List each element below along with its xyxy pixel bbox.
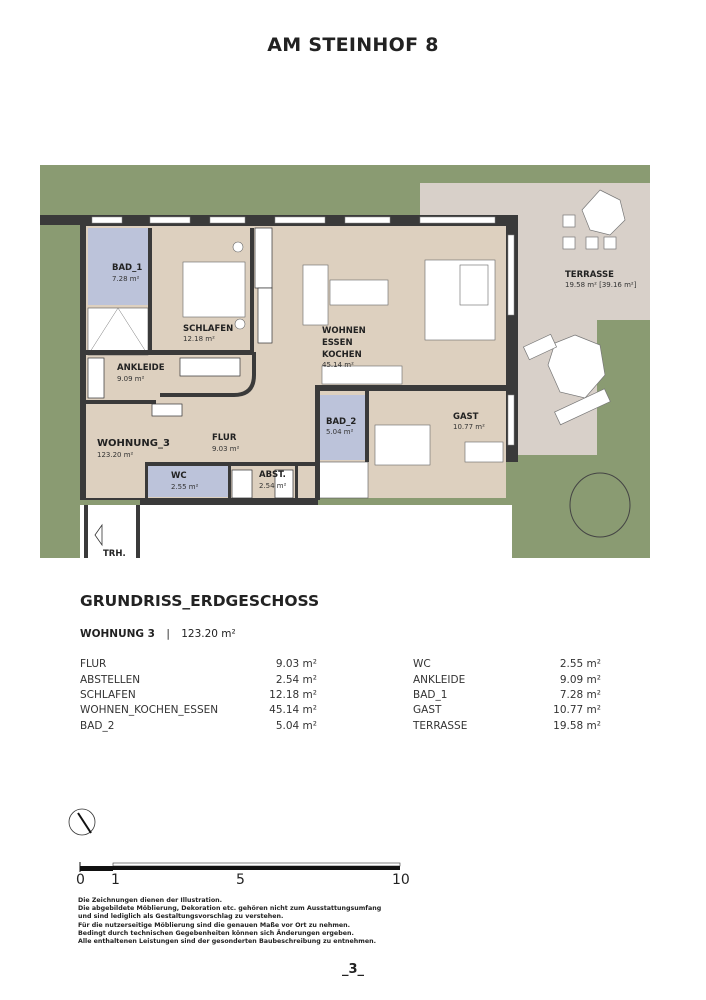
table-row: GAST 10.77 m² xyxy=(413,704,601,719)
scale-tick: 0 xyxy=(76,872,85,888)
room-area-gast: 10.77 m² xyxy=(453,423,485,431)
row-value: 9.09 m² xyxy=(559,674,601,686)
room-label-wc: WC xyxy=(171,471,187,481)
room-label-gast: GAST xyxy=(453,412,479,422)
floor-plan: BAD_1 7.28 m² SCHLAFEN 12.18 m² WOHNEN E… xyxy=(40,165,650,559)
row-value: 12.18 m² xyxy=(269,689,317,701)
room-wc xyxy=(148,465,228,497)
room-label-bad2: BAD_2 xyxy=(326,417,356,427)
north-arrow-icon xyxy=(68,808,96,836)
disclaimer-line: Bedingt durch technischen Gegebenheiten … xyxy=(78,929,354,937)
row-value: 19.58 m² xyxy=(553,720,601,732)
unit-summary: WOHNUNG 3 | 123.20 m² xyxy=(80,628,236,640)
row-label: BAD_2 xyxy=(80,720,115,732)
row-value: 7.28 m² xyxy=(559,689,601,701)
room-label-abst: ABST. xyxy=(259,470,286,480)
interior-walls xyxy=(84,228,507,502)
room-area-schlafen: 12.18 m² xyxy=(183,335,215,343)
row-label: ANKLEIDE xyxy=(413,674,466,686)
row-label: GAST xyxy=(413,704,442,716)
tree-icon xyxy=(569,472,631,538)
table-row: ANKLEIDE 9.09 m² xyxy=(413,674,601,689)
stair-arrow-icon xyxy=(94,523,103,547)
row-label: TERRASSE xyxy=(413,720,468,732)
disclaimer: Die Zeichnungen dienen der Illustration.… xyxy=(78,897,381,946)
shower-2 xyxy=(317,461,369,499)
row-value: 9.03 m² xyxy=(275,658,317,670)
shower-1 xyxy=(87,307,149,356)
table-row: FLUR 9.03 m² xyxy=(80,658,317,673)
room-label-bad1: BAD_1 xyxy=(112,263,142,273)
furniture xyxy=(182,241,504,466)
section-title: GRUNDRISS_ERDGESCHOSS xyxy=(80,592,320,610)
row-label: WOHNEN_KOCHEN_ESSEN xyxy=(80,704,219,716)
row-value: 5.04 m² xyxy=(275,720,317,732)
room-area-wohnen: 45.14 m² xyxy=(322,361,354,369)
row-value: 45.14 m² xyxy=(269,704,317,716)
room-area-wc: 2.55 m² xyxy=(171,483,199,491)
table-row: BAD_2 5.04 m² xyxy=(80,720,317,735)
room-area-bad2: 5.04 m² xyxy=(326,428,354,436)
row-value: 2.54 m² xyxy=(275,674,317,686)
stairwell-area xyxy=(80,505,138,558)
north-arrow-and-scale xyxy=(68,808,401,872)
table-row: SCHLAFEN 12.18 m² xyxy=(80,689,317,704)
table-row: TERRASSE 19.58 m² xyxy=(413,720,601,735)
table-row: ABSTELLEN 2.54 m² xyxy=(80,674,317,689)
terrace-furniture xyxy=(522,189,626,426)
row-value: 10.77 m² xyxy=(553,704,601,716)
page-title: AM STEINHOF 8 xyxy=(267,34,439,56)
room-label-kochen: KOCHEN xyxy=(322,350,362,360)
room-label-wohnen: WOHNEN xyxy=(322,326,366,336)
neighbour-area xyxy=(140,505,512,558)
room-bad2 xyxy=(320,395,365,460)
room-area-terrasse: 19.58 m² [39.16 m²] xyxy=(565,281,637,289)
table-row: BAD_1 7.28 m² xyxy=(413,689,601,704)
scale-tick: 1 xyxy=(111,872,120,888)
row-label: SCHLAFEN xyxy=(80,689,136,701)
windows xyxy=(91,216,515,446)
unit-separator: | xyxy=(166,628,170,640)
row-label: ABSTELLEN xyxy=(80,674,141,686)
room-label-terrasse: TERRASSE xyxy=(565,270,614,280)
disclaimer-line: Alle enthaltenen Leistungen sind der ges… xyxy=(78,938,377,946)
room-area-ankleide: 9.09 m² xyxy=(117,375,145,383)
scale-bar xyxy=(79,862,401,872)
room-label-schlafen: SCHLAFEN xyxy=(183,324,233,334)
unit-area: 123.20 m² xyxy=(181,628,236,640)
wardrobes xyxy=(87,227,294,499)
page-number: _3_ xyxy=(341,962,365,977)
unit-name: WOHNUNG 3 xyxy=(80,628,155,640)
room-label-flur: FLUR xyxy=(212,433,237,443)
room-label-wohnung: WOHNUNG_3 xyxy=(97,438,170,449)
scale-tick: 5 xyxy=(236,872,245,888)
row-value: 2.55 m² xyxy=(559,658,601,670)
room-label-essen: ESSEN xyxy=(322,338,353,348)
room-area-flur: 9.03 m² xyxy=(212,445,240,453)
room-label-trh: TRH. xyxy=(103,549,126,559)
disclaimer-line: Die abgebildete Möblierung, Dekoration e… xyxy=(78,905,382,913)
row-label: WC xyxy=(413,658,431,670)
disclaimer-line: Die Zeichnungen dienen der Illustration. xyxy=(78,897,223,904)
row-label: BAD_1 xyxy=(413,689,448,701)
disclaimer-line: Für die nutzerseitige Möblierung sind di… xyxy=(78,921,351,929)
room-label-ankleide: ANKLEIDE xyxy=(117,363,165,373)
room-area-bad1: 7.28 m² xyxy=(112,275,140,283)
disclaimer-line: und sind lediglich als Gestaltungsvorsch… xyxy=(78,913,284,921)
table-row: WOHNEN_KOCHEN_ESSEN 45.14 m² xyxy=(80,704,317,719)
table-row: WC 2.55 m² xyxy=(413,658,601,673)
scale-tick: 10 xyxy=(392,872,410,888)
row-label: FLUR xyxy=(80,658,107,670)
room-area-abst: 2.54 m² xyxy=(259,482,287,490)
room-area-wohnung: 123.20 m² xyxy=(97,451,134,459)
room-bad1 xyxy=(88,228,148,305)
